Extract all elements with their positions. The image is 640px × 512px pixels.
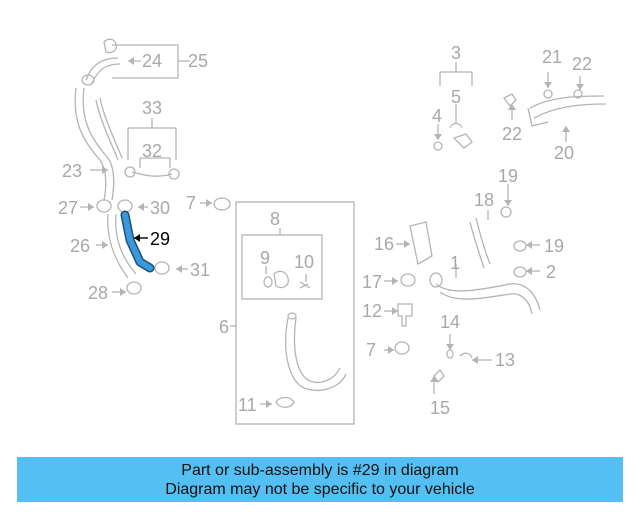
- callout-22b[interactable]: 22: [502, 124, 522, 144]
- callout-9[interactable]: 9: [260, 248, 270, 268]
- highlighted-hose-29[interactable]: [120, 210, 155, 273]
- callout-30[interactable]: 30: [150, 198, 170, 218]
- center-assembly: [230, 201, 355, 425]
- callout-1[interactable]: 1: [450, 253, 460, 273]
- parts-diagram: 1 2 3 4 5 6 7 7 8 9 10 11 12 13 14 15 16…: [58, 38, 607, 425]
- callout-6[interactable]: 6: [219, 317, 229, 337]
- right-hose-assembly: [394, 62, 607, 384]
- callout-18[interactable]: 18: [474, 190, 494, 210]
- callout-16[interactable]: 16: [374, 234, 394, 254]
- callout-19a[interactable]: 19: [498, 166, 518, 186]
- callout-23[interactable]: 23: [62, 161, 82, 181]
- callout-19b[interactable]: 19: [544, 236, 564, 256]
- callout-7b[interactable]: 7: [366, 340, 376, 360]
- callout-15[interactable]: 15: [430, 398, 450, 418]
- callout-29[interactable]: 29: [150, 229, 170, 249]
- callout-22a[interactable]: 22: [572, 54, 592, 74]
- callout-20[interactable]: 20: [554, 143, 574, 163]
- arrow-29: [134, 234, 140, 242]
- callout-28[interactable]: 28: [88, 283, 108, 303]
- callout-5[interactable]: 5: [451, 87, 461, 107]
- callout-12[interactable]: 12: [362, 301, 382, 321]
- left-hose-assembly: [74, 38, 184, 295]
- callout-17[interactable]: 17: [362, 272, 382, 292]
- callout-2[interactable]: 2: [546, 262, 556, 282]
- leader-arrowheads: [88, 57, 584, 408]
- callout-25[interactable]: 25: [188, 51, 208, 71]
- callout-13[interactable]: 13: [495, 350, 515, 370]
- callout-24[interactable]: 24: [142, 51, 162, 71]
- callout-4[interactable]: 4: [432, 106, 442, 126]
- callout-32[interactable]: 32: [142, 141, 162, 161]
- caption-line-2: Diagram may not be specific to your vehi…: [165, 480, 475, 498]
- callout-31[interactable]: 31: [190, 260, 210, 280]
- callout-33[interactable]: 33: [142, 98, 162, 118]
- callout-labels: 1 2 3 4 5 6 7 7 8 9 10 11 12 13 14 15 16…: [58, 43, 592, 418]
- part-caption-banner: Part or sub-assembly is #29 in diagram D…: [17, 457, 623, 502]
- callout-21[interactable]: 21: [542, 47, 562, 67]
- callout-27[interactable]: 27: [58, 198, 78, 218]
- callout-3[interactable]: 3: [451, 43, 461, 63]
- caption-line-1: Part or sub-assembly is #29 in diagram: [181, 461, 459, 479]
- callout-11[interactable]: 11: [238, 395, 257, 415]
- callout-10[interactable]: 10: [294, 252, 314, 272]
- callout-26[interactable]: 26: [70, 236, 90, 256]
- callout-8[interactable]: 8: [270, 209, 280, 229]
- callout-14[interactable]: 14: [440, 312, 460, 332]
- callout-7a[interactable]: 7: [186, 193, 196, 213]
